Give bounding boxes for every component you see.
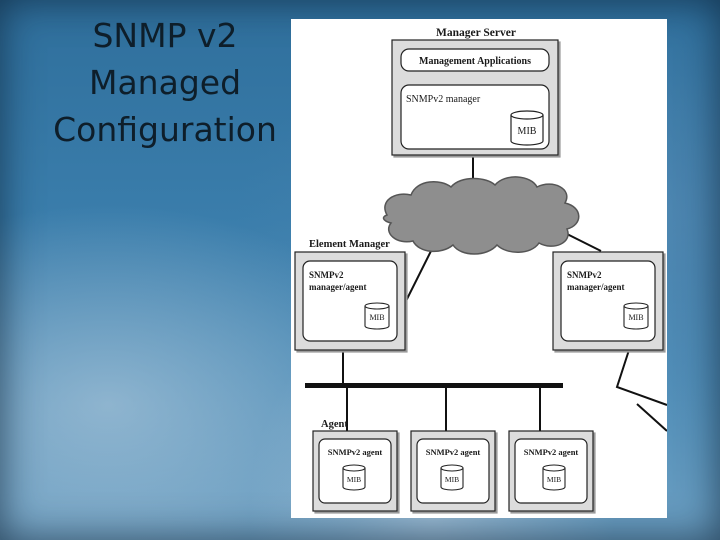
element-manager: Element Manager SNMPv2 manager/agent MIB (294, 239, 406, 351)
manager-server-title: Manager Server (436, 27, 516, 39)
right-manager-agent-line2: manager/agent (567, 282, 625, 292)
agent-mib-label: MIB (347, 475, 361, 484)
snmpv2-manager-label: SNMPv2 manager (406, 94, 481, 105)
mib-database-icon (342, 464, 366, 491)
right-manager-agent-mib-label: MIB (628, 313, 643, 322)
mib-database-icon (364, 302, 390, 330)
mib-database-icon (542, 464, 566, 491)
right-manager-agent-line1: SNMPv2 (567, 270, 602, 280)
agent-mib-label: MIB (547, 475, 561, 484)
management-applications-label: Management Applications (419, 56, 531, 67)
slide-title: SNMP v2 Managed Configuration (53, 16, 277, 149)
lan-bus (305, 383, 563, 388)
agent-label: SNMPv2 agent (328, 447, 383, 457)
manager-mib-label: MIB (518, 126, 537, 137)
agent-label: SNMPv2 agent (524, 447, 579, 457)
element-manager-line2: manager/agent (309, 282, 367, 292)
management-applications-box (400, 48, 550, 72)
agent-2: SNMPv2 agent MIB (410, 430, 496, 512)
diagram-svg: Manager Server Management Applications S… (294, 27, 667, 512)
agent-3: SNMPv2 agent MIB (508, 430, 594, 512)
element-manager-mib-label: MIB (369, 313, 384, 322)
agent-label: SNMPv2 agent (426, 447, 481, 457)
network-cloud (382, 176, 580, 255)
network-diagram: Manager Server Management Applications S… (291, 19, 667, 518)
wan-zigzag-link-lower (636, 403, 667, 432)
agent-1: SNMPv2 agent MIB (312, 430, 398, 512)
mib-database-icon (510, 110, 544, 146)
wan-zigzag-link (615, 349, 667, 406)
element-manager-line1: SNMPv2 (309, 270, 344, 280)
mib-database-icon (440, 464, 464, 491)
right-manager-agent: SNMPv2 manager/agent MIB (552, 251, 664, 351)
agent-group-title: Agent (321, 419, 348, 430)
mib-database-icon (623, 302, 649, 330)
element-manager-title: Element Manager (309, 239, 390, 250)
agent-mib-label: MIB (445, 475, 459, 484)
manager-server: Manager Server Management Applications S… (391, 27, 559, 156)
